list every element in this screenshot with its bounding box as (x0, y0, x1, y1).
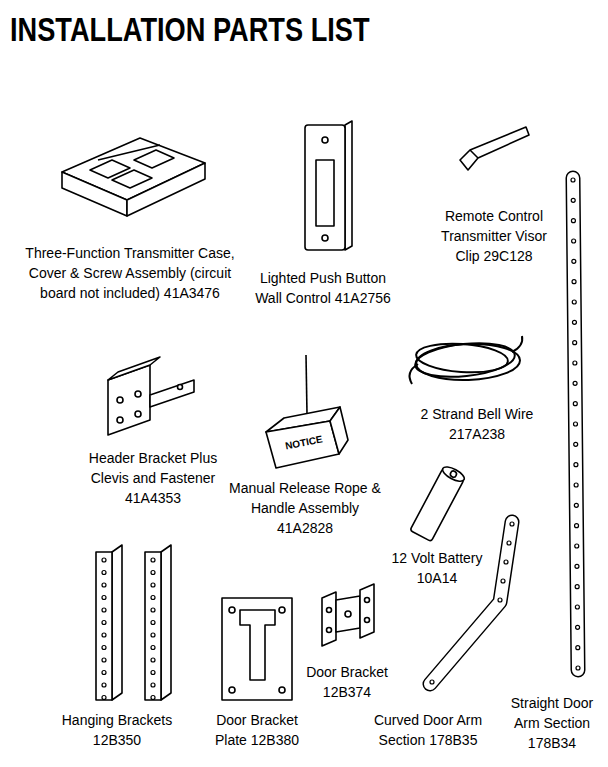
page-title: INSTALLATION PARTS LIST (10, 10, 370, 48)
part-label: Door Bracket 12B374 (297, 662, 397, 702)
part-label: Header Bracket Plus Clevis and Fastener … (78, 448, 228, 508)
part-label: 2 Strand Bell Wire 217A238 (412, 404, 542, 444)
part-label: Lighted Push Button Wall Control 41A2756 (253, 268, 393, 308)
part-label: Hanging Brackets 12B350 (52, 710, 182, 750)
part-label: 12 Volt Battery 10A14 (382, 548, 492, 588)
part-label: Remote Control Transmitter Visor Clip 29… (434, 206, 554, 266)
part-label: Straight Door Arm Section 178B34 (504, 693, 600, 753)
part-label: Curved Door Arm Section 178B35 (367, 710, 489, 750)
part-label: Three-Function Transmitter Case, Cover &… (25, 243, 235, 303)
part-label: Manual Release Rope & Handle Assembly 41… (225, 478, 385, 538)
part-label: Door Bracket Plate 12B380 (207, 710, 307, 750)
